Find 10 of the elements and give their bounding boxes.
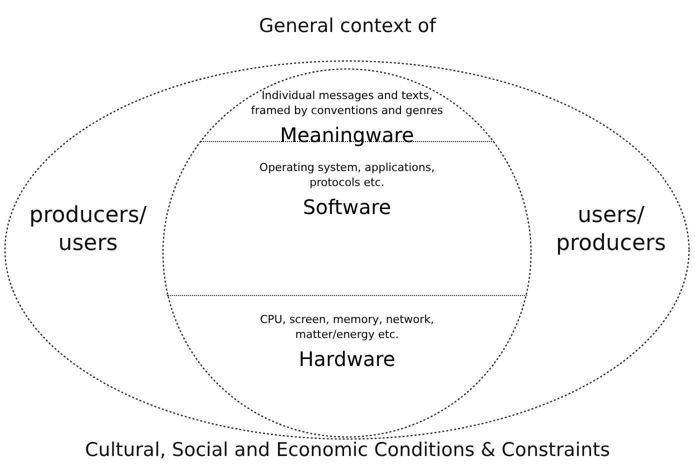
band-description: Operating system, applications, protocols etc.	[259, 161, 435, 189]
side-label: users/ producers	[556, 203, 666, 256]
band-title: Hardware	[298, 347, 396, 371]
heading: General context of	[259, 15, 436, 37]
side-label: producers/ users	[29, 203, 147, 256]
band-title: Meaningware	[280, 123, 414, 147]
band-description: Individual messages and texts, framed by conventions and genres	[250, 89, 444, 117]
band-description: CPU, screen, memory, network, matter/energy etc.	[260, 313, 434, 341]
caption: Cultural, Social and Economic Conditions & Constraints	[85, 439, 610, 461]
band-title: Software	[302, 195, 392, 219]
